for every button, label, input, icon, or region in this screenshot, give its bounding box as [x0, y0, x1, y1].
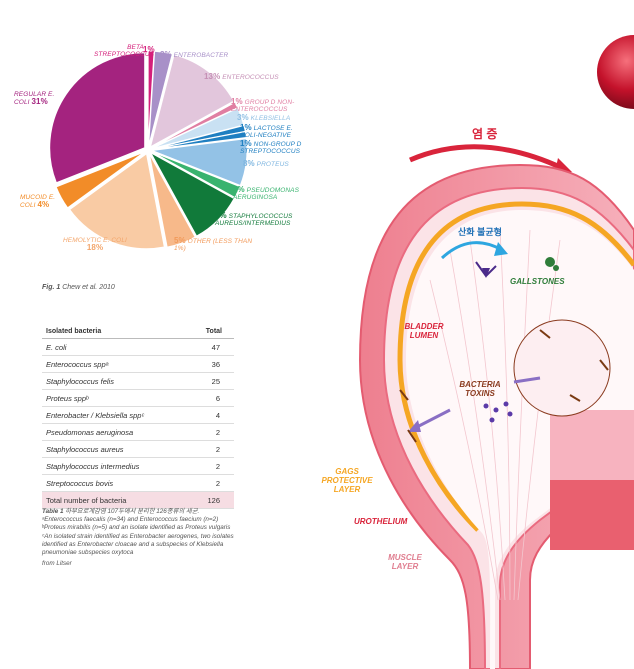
- label-klebsiella: 3% KLEBSIELLA: [237, 113, 291, 123]
- label-proteus: 8% PROTEUS: [243, 159, 289, 169]
- label-regular: REGULAR E. COLI 31%: [14, 91, 55, 106]
- bladder-illustration: [358, 35, 634, 669]
- label-lactose: 1% LACTOSE E. COLI-NEGATIVE: [240, 123, 293, 140]
- muscle-label: MUSCLE LAYER: [388, 553, 422, 571]
- pie-slice-9: [149, 151, 235, 237]
- label-non-group-d: 1% NON-GROUP D STREPTOCOCCUS: [240, 139, 302, 156]
- label-pseudomonas: 2% PSEUDOMONAS AERUGINOSA: [233, 185, 300, 202]
- pie-chart: [49, 50, 248, 250]
- gags-label: GAGs PROTECTIVE LAYER: [321, 467, 373, 494]
- pie-slice-13: [49, 52, 146, 184]
- label-beta-strep: BETA STREPTOCOCCUS: [94, 44, 155, 58]
- inflammation-label: 염 증: [472, 127, 498, 141]
- figure-caption: Fig. 1 Chew et al. 2010: [42, 284, 115, 291]
- label-hemolytic: HEMOLYTIC E. COLI 18%: [63, 237, 127, 252]
- bacteria-toxins-label: BACTERIA TOXINS: [459, 380, 501, 398]
- pie-slice-4: [151, 107, 245, 150]
- table-header-bacteria: Isolated bacteria: [42, 325, 190, 339]
- label-enterobacter: 3% ENTEROBACTER: [160, 50, 229, 60]
- label-other: 5% OTHER (LESS THAN 1%): [174, 236, 253, 253]
- gallstone-icon: [545, 257, 555, 267]
- pie-slice-6: [151, 130, 247, 150]
- pie-slice-12: [55, 151, 145, 209]
- pie-slice-1: [148, 50, 173, 147]
- gallstones-label: GALLSTONES: [510, 277, 565, 286]
- red-sphere-icon: [597, 35, 634, 109]
- pct-beta-strep: 1%: [143, 45, 155, 54]
- label-group-d: 1% GROUP D NON-ENTEROCOCCUS: [231, 97, 295, 114]
- urothelium-label: UROTHELIUM: [354, 517, 408, 526]
- table-header-total: Total: [189, 325, 234, 339]
- label-staph: 9% STAPHYLOCOCCUS AUREUS/INTERMEDIUS: [215, 211, 293, 228]
- pie-slice-7: [151, 138, 248, 187]
- pie-slice-2: [149, 54, 235, 148]
- table-notes: Table 1 하부요로계감염 107두에서 분리한 126종류의 세균. ᵃE…: [42, 508, 234, 568]
- oxidative-label: 산화 불균형: [458, 227, 502, 237]
- label-mucoid: MUCOID E. COLI 4%: [20, 194, 56, 209]
- label-enterococcus: 13% ENTEROCOCCUS: [204, 72, 279, 82]
- pie-slice-8: [151, 151, 241, 199]
- pie-slice-0: [147, 50, 155, 147]
- pie-slice-3: [151, 101, 239, 149]
- zoom-circle: [513, 319, 611, 417]
- bladder-lumen-label: BLADDER LUMEN: [404, 322, 444, 340]
- pie-slice-10: [148, 153, 196, 248]
- pie-slice-11: [68, 152, 165, 250]
